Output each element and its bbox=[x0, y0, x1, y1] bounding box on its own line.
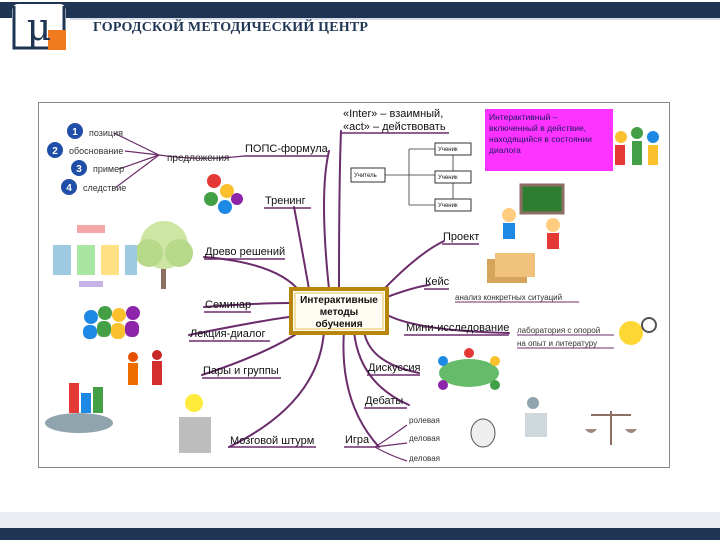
svg-text:обоснование: обоснование bbox=[69, 146, 123, 156]
case-note: анализ конкретных ситуаций bbox=[455, 293, 562, 302]
svg-text:Ученик: Ученик bbox=[438, 203, 458, 209]
branch-lecture-dialog: Лекция-диалог bbox=[190, 328, 266, 340]
mindmap-frame: предложения 1 позиция 2 обоснование 3 пр… bbox=[38, 102, 670, 468]
svg-text:пример: пример bbox=[93, 164, 124, 174]
connector-project bbox=[383, 240, 445, 290]
branch-project: Проект bbox=[443, 231, 479, 243]
connector-training bbox=[293, 206, 310, 290]
connector-case bbox=[386, 284, 430, 298]
branch-mini-research: Мини-исследование bbox=[406, 322, 509, 334]
svg-text:находящийся в состоянии: находящийся в состоянии bbox=[489, 134, 592, 144]
pops-item-3: 3 пример bbox=[71, 160, 124, 176]
case-folders-illustration bbox=[487, 253, 535, 283]
footer-bar bbox=[0, 528, 720, 540]
svg-text:обучения: обучения bbox=[315, 318, 362, 330]
svg-text:4: 4 bbox=[66, 183, 72, 194]
branch-brainstorm: Мозговой штурм bbox=[230, 435, 314, 447]
connector-game bbox=[342, 330, 380, 448]
pops-sentence: предложения bbox=[167, 153, 229, 164]
central-node: Интерактивные методы обучения bbox=[289, 287, 389, 335]
teacher-pupil-scheme: Учитель Ученик Ученик Ученик bbox=[350, 142, 472, 212]
pops-item-1: 1 позиция bbox=[67, 123, 123, 139]
lightbulb-illustration bbox=[179, 394, 211, 453]
structure-chart-illustration bbox=[53, 225, 137, 287]
svg-text:Ученик: Ученик bbox=[438, 175, 458, 181]
branch-training: Тренинг bbox=[265, 195, 306, 207]
branch-pops: ПОПС-формула bbox=[245, 143, 329, 155]
branch-case: Кейс bbox=[425, 276, 450, 288]
inter-line-2: «act» – действовать bbox=[343, 121, 446, 133]
connector-tree bbox=[203, 256, 302, 294]
handprints-illustration bbox=[204, 174, 243, 214]
svg-text:3: 3 bbox=[76, 164, 82, 175]
research-note-2: на опыт и литературу bbox=[517, 339, 597, 348]
pops-item-4: 4 следствие bbox=[61, 179, 126, 195]
cooperation-people-icon bbox=[615, 127, 659, 165]
svg-text:Ученик: Ученик bbox=[438, 147, 458, 153]
svg-text:Учитель: Учитель bbox=[354, 173, 377, 179]
handshake-illustration bbox=[128, 350, 162, 385]
svg-text:методы: методы bbox=[320, 307, 358, 318]
branch-discussion: Дискуссия bbox=[368, 362, 421, 374]
decision-tree-illustration bbox=[135, 221, 193, 289]
connector-discussion bbox=[363, 330, 420, 374]
inter-line-1: «Inter» – взаимный, bbox=[343, 108, 443, 120]
page-title: ГОРОДСКОЙ МЕТОДИЧЕСКИЙ ЦЕНТР bbox=[93, 20, 369, 35]
top-header-bar bbox=[0, 2, 720, 18]
svg-text:диалога: диалога bbox=[489, 145, 521, 155]
mindmap-diagram: предложения 1 позиция 2 обоснование 3 пр… bbox=[45, 108, 659, 463]
debate-figures-icon bbox=[525, 397, 547, 437]
svg-text:следствие: следствие bbox=[83, 183, 126, 193]
people-group-illustration bbox=[83, 306, 140, 339]
connector-brainstorm bbox=[228, 330, 325, 448]
game-item-2: деловая bbox=[409, 434, 440, 443]
connector-inter bbox=[338, 130, 342, 290]
svg-text:1: 1 bbox=[72, 127, 78, 138]
header-accent-line bbox=[70, 18, 720, 20]
svg-text:включенный в действие,: включенный в действие, bbox=[489, 123, 586, 133]
connector-research bbox=[386, 314, 510, 334]
svg-text:Интерактивный –: Интерактивный – bbox=[489, 112, 558, 122]
connector-seminar bbox=[203, 302, 290, 308]
definition-box: Интерактивный – включенный в действие, н… bbox=[485, 109, 613, 171]
branch-pairs-groups: Пары и группы bbox=[203, 365, 279, 377]
game-item-3: деловая bbox=[409, 454, 440, 463]
magnifier-smiley-icon bbox=[619, 317, 657, 345]
branch-decision-tree: Древо решений bbox=[205, 246, 285, 258]
branch-game: Игра bbox=[345, 434, 370, 446]
theatre-masks-icon bbox=[470, 418, 496, 448]
research-note-1: лаборатория с опорой bbox=[517, 326, 600, 335]
svg-text:позиция: позиция bbox=[89, 128, 123, 138]
footer-light-strip bbox=[0, 512, 720, 528]
branch-seminar: Семинар bbox=[205, 299, 251, 311]
connector-pops bbox=[323, 150, 330, 290]
svg-text:2: 2 bbox=[52, 146, 58, 157]
game-item-1: ролевая bbox=[409, 416, 440, 425]
logo-letter: μ bbox=[27, 5, 52, 49]
branch-debates: Дебаты bbox=[365, 395, 403, 407]
svg-text:Интерактивные: Интерактивные bbox=[300, 295, 378, 306]
scales-icon bbox=[585, 411, 637, 445]
center-logo: μ bbox=[12, 4, 66, 50]
round-table-illustration bbox=[438, 348, 500, 390]
connector-lecture bbox=[188, 316, 290, 336]
pops-item-2: 2 обоснование bbox=[47, 142, 123, 158]
meeting-chart-illustration bbox=[45, 383, 113, 433]
classroom-illustration bbox=[502, 183, 565, 249]
